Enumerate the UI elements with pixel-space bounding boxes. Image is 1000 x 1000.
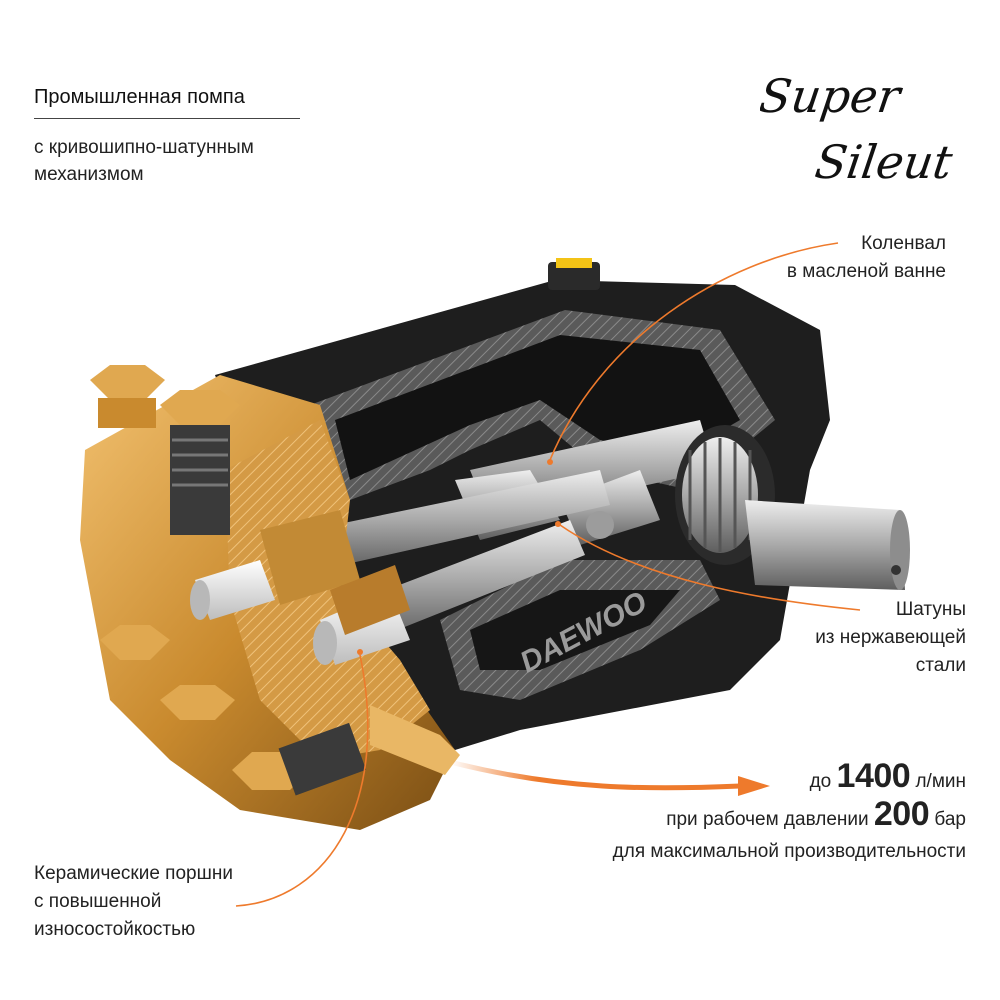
seal-packs (260, 510, 410, 635)
flow-arrow (449, 759, 770, 796)
spec-flow-line: до 1400 л/мин (613, 757, 966, 798)
spec-pressure-value: 200 (873, 795, 930, 833)
callout-pistons: Керамические поршни с повышенной износос… (34, 860, 233, 944)
leader-rods (559, 524, 861, 611)
callout-rods-line-1: Шатуны (895, 599, 966, 620)
spec-flow-prefix: до (809, 771, 832, 792)
super-silent-logo: Super Sileut (760, 69, 956, 189)
outlet-nozzle (370, 705, 460, 775)
crankshaft (470, 420, 910, 590)
page-subtitle: с кривошипно-шатунным механизмом (34, 134, 254, 188)
spec-performance-line: для максимальной производительности (612, 841, 966, 862)
leader-crankshaft (549, 242, 839, 461)
hex-plug-top-2 (160, 390, 240, 535)
callout-leaders (235, 242, 861, 907)
callout-pistons-line-2: с повышенной (34, 891, 162, 912)
logo-line-2: Sileut (812, 135, 956, 189)
hex-plug-top-1 (90, 365, 165, 428)
spec-pressure-line: при рабочем давлении 200 бар (613, 795, 966, 836)
callout-crankshaft-line-2: в масленой ванне (786, 261, 946, 282)
subtitle-line-1: с кривошипно-шатунным (34, 137, 254, 158)
spec-flow-value: 1400 (836, 757, 911, 795)
callout-crankshaft-line-1: Коленвал (861, 233, 946, 254)
page-title: Промышленная помпа (34, 86, 245, 108)
leader-pistons (235, 654, 369, 907)
oil-cap (548, 258, 600, 290)
callout-pistons-line-3: износостойкостью (34, 919, 196, 940)
subtitle-line-2: механизмом (34, 164, 144, 185)
spec-pressure-unit: бар (934, 809, 966, 830)
callout-crankshaft: Коленвал в масленой ванне (787, 230, 946, 286)
plunger-rods (310, 470, 610, 640)
spec-block: до 1400 л/мин при рабочем давлении 200 б… (612, 757, 966, 868)
spec-flow-unit: л/мин (915, 771, 966, 792)
title-divider (34, 118, 300, 119)
spec-pressure-prefix: при рабочем давлении (666, 809, 869, 830)
callout-rods: Шатуны из нержавеющей стали (815, 596, 966, 680)
callout-pistons-line-1: Керамические поршни (34, 863, 233, 884)
lower-valve (278, 722, 367, 796)
callout-rods-line-2: из нержавеющей (815, 627, 966, 648)
callout-rods-line-3: стали (915, 655, 966, 676)
logo-line-1: Super (760, 69, 906, 123)
